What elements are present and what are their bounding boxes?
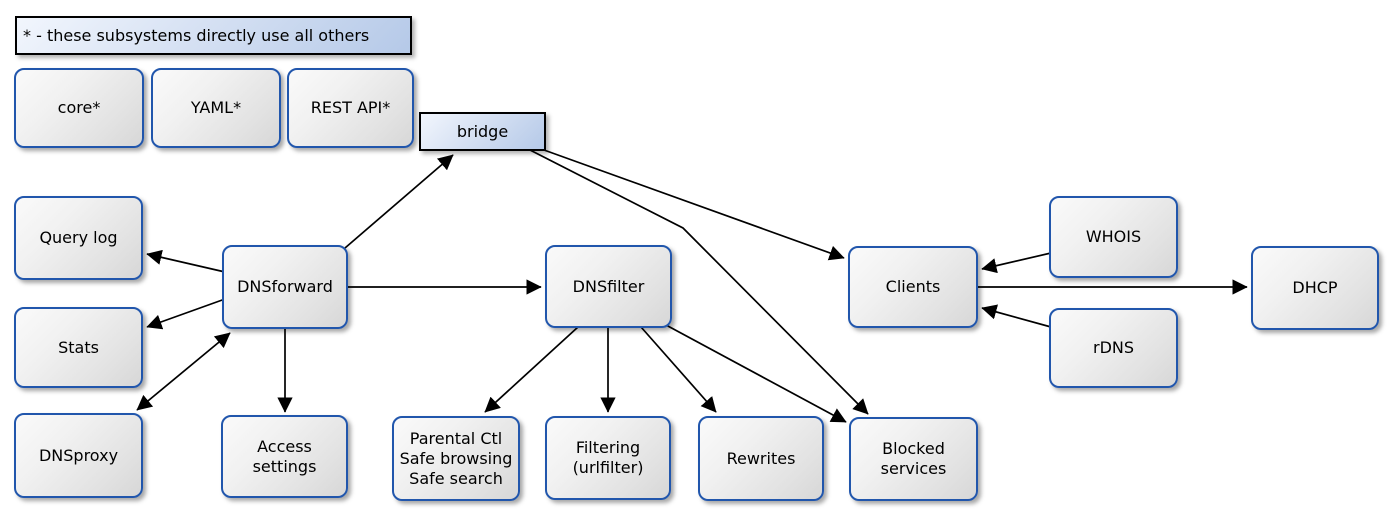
edge-whois-clients (981, 252, 1052, 274)
node-yaml: YAML* (151, 68, 281, 148)
node-yaml-label: YAML* (190, 98, 242, 117)
node-whois-label: WHOIS (1085, 227, 1142, 246)
node-filtering-label: Filtering (urlfilter) (572, 438, 644, 477)
node-core-label: core* (57, 98, 101, 117)
edge-dnsforward-dnsproxy (136, 332, 231, 411)
node-rdns: rDNS (1049, 308, 1178, 388)
node-rewrites: Rewrites (698, 416, 824, 501)
node-rest-api-label: REST API* (310, 98, 391, 117)
node-rdns-label: rDNS (1092, 338, 1135, 357)
node-query-log: Query log (14, 196, 143, 280)
node-parental-label: Parental Ctl Safe browsing Safe search (399, 428, 513, 488)
node-dnsfilter: DNSfilter (545, 245, 672, 328)
node-blocked-services: Blocked services (849, 417, 978, 501)
legend-text: * - these subsystems directly use all ot… (23, 25, 370, 45)
node-access-settings: Access settings (221, 415, 348, 498)
node-blocked-services-label: Blocked services (880, 439, 947, 478)
node-bridge: bridge (419, 112, 546, 151)
node-core: core* (14, 68, 144, 148)
edge-dnsfilter-rewrites (640, 326, 717, 413)
node-filtering: Filtering (urlfilter) (545, 416, 671, 500)
node-query-log-label: Query log (39, 228, 118, 247)
node-dhcp: DHCP (1251, 246, 1379, 330)
edge-dnsforward-query-log (146, 249, 226, 273)
node-dnsproxy-label: DNSproxy (38, 445, 119, 465)
node-dnsfilter-label: DNSfilter (572, 276, 645, 296)
node-dhcp-label: DHCP (1292, 278, 1338, 297)
edge-dnsforward-bridge (344, 154, 454, 249)
edge-dnsfilter-parental (484, 326, 579, 413)
node-dnsforward-label: DNSforward (237, 277, 333, 296)
node-dnsforward: DNSforward (222, 245, 348, 329)
node-access-settings-label: Access settings (252, 436, 317, 476)
node-parental: Parental Ctl Safe browsing Safe search (392, 416, 520, 501)
node-rest-api: REST API* (287, 68, 414, 148)
node-rewrites-label: Rewrites (726, 448, 796, 468)
node-clients-label: Clients (885, 277, 941, 296)
edge-bridge-clients (543, 149, 845, 261)
edge-dnsforward-stats (146, 298, 226, 330)
node-whois: WHOIS (1049, 196, 1178, 278)
node-stats-label: Stats (58, 337, 99, 357)
node-bridge-label: bridge (456, 121, 509, 141)
edge-dnsfilter-blocked-services (665, 324, 847, 423)
edge-rdns-clients (981, 304, 1052, 328)
legend-note: * - these subsystems directly use all ot… (15, 16, 412, 55)
node-stats: Stats (14, 307, 143, 388)
node-clients: Clients (848, 246, 978, 328)
node-dnsproxy: DNSproxy (14, 413, 143, 498)
